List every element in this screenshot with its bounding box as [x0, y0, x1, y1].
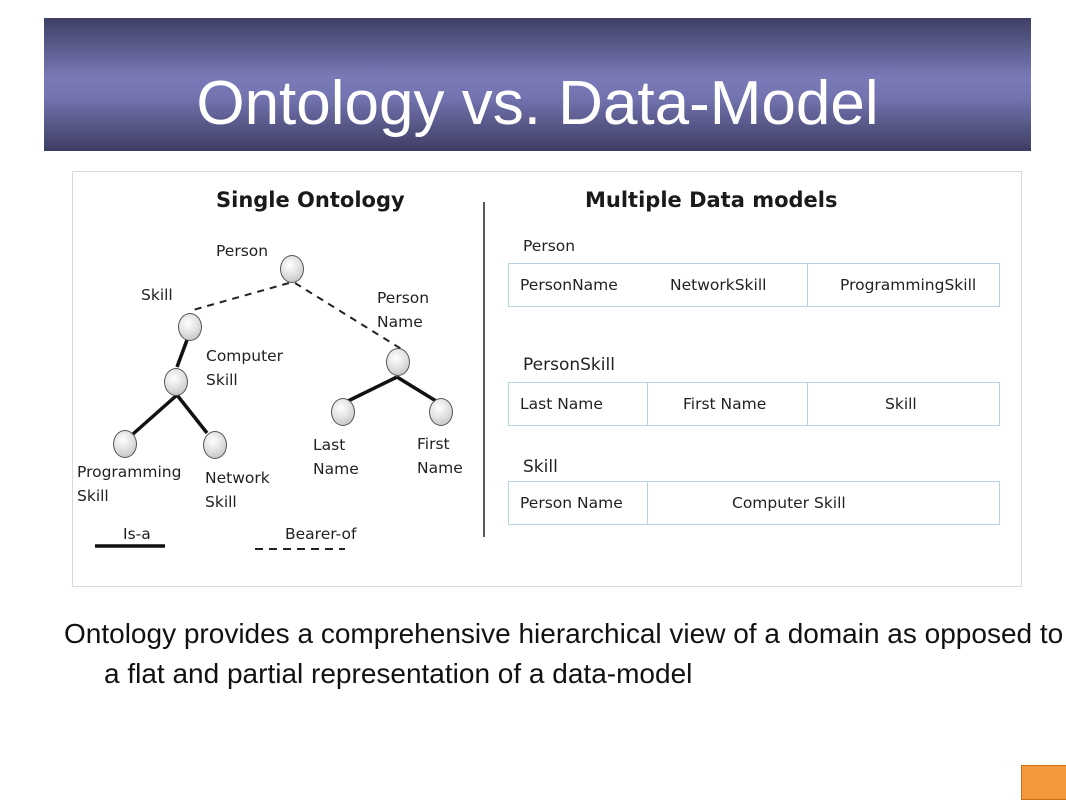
table-skill-divider [647, 482, 648, 524]
node-first-name [429, 398, 453, 426]
data-models-heading: Multiple Data models [585, 188, 838, 212]
table-person: PersonName NetworkSkill ProgrammingSkill [508, 263, 1000, 307]
slide-title: Ontology vs. Data-Model [196, 69, 879, 138]
table-skill: Person Name Computer Skill [508, 481, 1000, 525]
label-skill: Skill [141, 286, 173, 304]
table-name-person: Person [523, 237, 576, 255]
label-computer-skill: Computer Skill [206, 347, 284, 389]
node-skill [178, 313, 202, 341]
edge-person-skill [192, 282, 290, 311]
node-person [280, 255, 304, 283]
label-last-name: Last Name [313, 436, 359, 478]
ontology-edges [95, 202, 485, 550]
diagram-frame: Single Ontology Person Skill Person Name… [72, 171, 1022, 587]
edge-computerskill-network [175, 393, 209, 435]
label-first-name: First Name [417, 435, 463, 477]
slide-caption: Ontology provides a comprehensive hierar… [64, 618, 1064, 689]
ontology-heading: Single Ontology [216, 188, 405, 212]
table-person-col-2: NetworkSkill [670, 276, 767, 294]
node-programming-skill [113, 430, 137, 458]
table-personskill-col-3: Skill [885, 395, 917, 413]
edge-person-personname [294, 282, 404, 351]
table-person-divider [807, 264, 808, 306]
accent-corner-square [1021, 765, 1066, 800]
legend-bearer-of-label: Bearer-of [285, 525, 357, 543]
edge-skill-computerskill [175, 339, 189, 368]
table-personskill-divider-2 [807, 383, 808, 425]
title-bar: Ontology vs. Data-Model [44, 18, 1031, 151]
legend-is-a-label: Is-a [123, 525, 151, 543]
label-person: Person [216, 242, 269, 260]
edge-computerskill-programming [131, 393, 179, 436]
node-network-skill [203, 431, 227, 459]
table-personskill: Last Name First Name Skill [508, 382, 1000, 426]
edge-personname-firstname [396, 375, 437, 403]
table-personskill-col-1: Last Name [520, 395, 603, 413]
label-network-skill: Network Skill [205, 469, 270, 511]
table-name-skill: Skill [523, 457, 558, 477]
table-person-col-3: ProgrammingSkill [840, 276, 977, 294]
label-programming-skill: Programming Skill [77, 463, 182, 505]
node-computer-skill [164, 368, 188, 396]
table-name-personskill: PersonSkill [523, 355, 615, 375]
node-last-name [331, 398, 355, 426]
table-skill-col-2: Computer Skill [732, 494, 846, 512]
node-person-name [386, 348, 410, 376]
edge-personname-lastname [347, 375, 398, 403]
label-person-name: Person Name [377, 289, 430, 331]
table-personskill-col-2: First Name [683, 395, 767, 413]
table-skill-col-1: Person Name [520, 494, 623, 512]
table-personskill-divider-1 [647, 383, 648, 425]
table-person-col-1: PersonName [520, 276, 618, 294]
